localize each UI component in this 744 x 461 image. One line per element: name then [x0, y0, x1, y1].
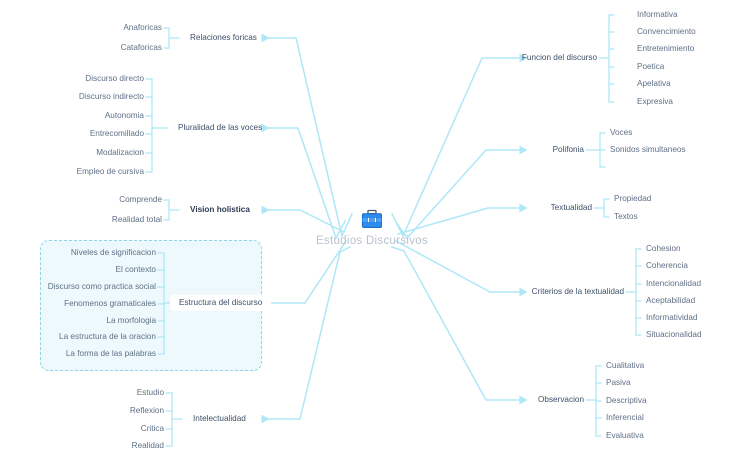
leaf-textos[interactable]: Textos: [614, 211, 638, 221]
leaf-situacionalidad[interactable]: Situacionalidad: [646, 329, 702, 339]
branch-intelectualidad[interactable]: Intelectualidad: [193, 413, 246, 423]
center-node[interactable]: Estudios Discursivos: [316, 209, 428, 247]
trunk-intelectualidad: [261, 245, 352, 424]
leaf-inferencial[interactable]: Inferencial: [606, 412, 644, 422]
trunk-criterios: [394, 239, 528, 297]
leaf-discurso-indirecto[interactable]: Discurso indirecto: [78, 91, 144, 101]
leaf-voces[interactable]: Voces: [610, 127, 633, 137]
branch-textualidad[interactable]: Textualidad: [550, 202, 592, 212]
leaf-realidad[interactable]: Realidad: [131, 440, 164, 450]
leaf-comprende[interactable]: Comprende: [119, 194, 162, 204]
leaf-estudio[interactable]: Estudio: [136, 387, 164, 397]
leaf-discurso-como-practica-social[interactable]: Discurso como practica social: [47, 281, 156, 291]
branch-vision-holistica[interactable]: Vision holistica: [190, 204, 250, 214]
briefcase-icon: [361, 209, 383, 228]
leaf-la-morfologia[interactable]: La morfologia: [106, 315, 156, 325]
branch-funcion-del-discurso[interactable]: Funcion del discurso: [521, 52, 597, 62]
leaf-realidad-total[interactable]: Realidad total: [111, 214, 162, 224]
leaf-la-forma-de-las-palabras[interactable]: La forma de las palabras: [65, 348, 156, 358]
branch-estructura-del-discurso[interactable]: Estructura del discurso: [170, 294, 272, 312]
branch-observacion[interactable]: Observacion: [538, 394, 584, 404]
leaf-sonidos-simultaneos[interactable]: Sonidos simultaneos: [610, 144, 686, 154]
leaf-convencimiento[interactable]: Convencimiento: [637, 26, 696, 36]
leaf-critica[interactable]: Critica: [140, 423, 164, 433]
leaf-discurso-directo[interactable]: Discurso directo: [85, 73, 144, 83]
leaf-intencionalidad[interactable]: Intencionalidad: [646, 278, 702, 288]
leaf-empleo-de-cursiva[interactable]: Empleo de cursiva: [76, 166, 144, 176]
leaf-autonomia[interactable]: Autonomia: [104, 110, 144, 120]
leaf-la-estructura-de-la-oracion[interactable]: La estructura de la oracion: [59, 331, 156, 341]
branch-criterios-de-la-textualidad[interactable]: Criterios de la textualidad: [531, 286, 624, 296]
leaf-poetica[interactable]: Poetica: [637, 61, 665, 71]
leaf-expresiva[interactable]: Expresiva: [637, 96, 673, 106]
leaf-pasiva[interactable]: Pasiva: [606, 377, 631, 387]
branch-pluralidad-de-las-voces[interactable]: Pluralidad de las voces: [178, 122, 263, 132]
trunk-observacion: [391, 246, 528, 405]
trunk-relaciones-foricas: [261, 33, 353, 239]
leaf-modalizacion[interactable]: Modalizacion: [96, 147, 144, 157]
leaf-evaluativa[interactable]: Evaluativa: [606, 430, 644, 440]
leaf-entrecomillado[interactable]: Entrecomillado: [89, 128, 144, 138]
leaf-entretenimiento[interactable]: Entretenimiento: [637, 43, 695, 53]
center-label: Estudios Discursivos: [315, 235, 429, 247]
leaf-niveles-de-significacion[interactable]: Niveles de significacion: [70, 247, 156, 257]
leaf-propiedad[interactable]: Propiedad: [614, 193, 652, 203]
leaf-informatividad[interactable]: Informatividad: [646, 312, 698, 322]
leaf-apelativa[interactable]: Apelativa: [637, 78, 671, 88]
leaf-reflexion[interactable]: Reflexion: [129, 405, 164, 415]
leaf-cualitativa[interactable]: Cualitativa: [606, 360, 645, 370]
leaf-descriptiva[interactable]: Descriptiva: [606, 395, 647, 405]
leaf-coherencia[interactable]: Coherencia: [646, 260, 688, 270]
leaf-fenomenos-gramaticales[interactable]: Fenomenos gramaticales: [64, 298, 156, 308]
leaf-informativa[interactable]: Informativa: [637, 9, 678, 19]
leaf-cohesion[interactable]: Cohesion: [646, 243, 681, 253]
leaf-cataforicas[interactable]: Cataforicas: [120, 42, 162, 52]
leaf-aceptabilidad[interactable]: Aceptabilidad: [646, 295, 696, 305]
branch-relaciones-foricas[interactable]: Relaciones foricas: [190, 32, 257, 42]
leaf-anaforicas[interactable]: Anaforicas: [123, 22, 162, 32]
leaf-el-contexto[interactable]: El contexto: [115, 264, 156, 274]
branch-polifonia[interactable]: Polifonia: [552, 144, 584, 154]
trunk-estructura: [261, 239, 348, 308]
